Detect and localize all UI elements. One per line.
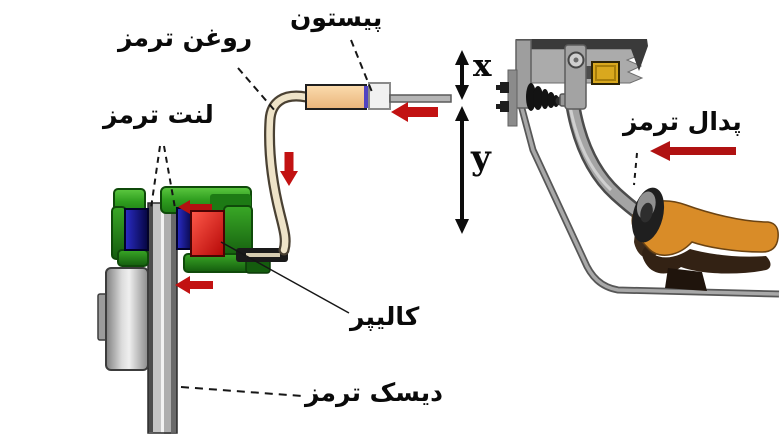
cylinder-body <box>305 84 367 110</box>
pedal-pad <box>631 187 665 243</box>
pushrod-force-arrow <box>391 102 438 122</box>
cylinder-seal <box>364 86 371 108</box>
pedal-leader <box>633 152 638 186</box>
floor-pan-highlight <box>519 104 780 296</box>
label-caliper: کالیپر <box>350 302 420 331</box>
pedal-assembly <box>455 39 780 298</box>
hose-fitting-core <box>246 253 280 257</box>
disc-brake-assembly <box>97 186 288 434</box>
disc-leader <box>180 386 303 397</box>
fluid-leader <box>237 67 277 113</box>
brake-caliper <box>111 186 271 274</box>
pedal-arm <box>564 98 644 220</box>
brake-disc <box>147 202 178 434</box>
label-brake-pads: لنت ترمز <box>103 100 214 129</box>
bracket-bolt <box>500 101 509 112</box>
master-cylinder <box>305 82 452 122</box>
leader-lines <box>150 39 638 397</box>
piston-leader <box>350 39 373 93</box>
label-brake-pedal: پدال ترمز <box>623 107 742 136</box>
caliper-clamp-arrow-upper <box>178 200 212 214</box>
dimension-arrow-x <box>455 50 469 100</box>
brake-pad-left <box>124 208 149 251</box>
label-brake-fluid: روغن ترمز <box>118 23 253 52</box>
label-dimension-x: x <box>473 48 492 84</box>
label-piston: پیستون <box>290 3 383 32</box>
caliper-piston <box>190 210 225 257</box>
caliper-clamp-arrow-lower <box>175 276 213 294</box>
shoe-heel <box>665 268 707 291</box>
switch-box <box>591 61 620 85</box>
label-dimension-y: y <box>471 138 491 178</box>
bracket-bolt <box>500 82 509 93</box>
pads-leader-left <box>150 145 161 209</box>
wheel-hub <box>97 267 149 371</box>
pushrod <box>389 94 452 103</box>
label-brake-disc: دیسک ترمز <box>305 378 443 407</box>
fluid-flow-arrow <box>280 152 298 186</box>
pedal-pivot <box>564 44 587 110</box>
dimension-arrow-y <box>455 106 469 234</box>
piston-housing <box>368 82 391 110</box>
caliper-leader <box>220 241 350 314</box>
driver-shoe <box>631 200 779 291</box>
brake-hose <box>264 90 312 256</box>
pedal-force-arrow <box>650 141 736 161</box>
